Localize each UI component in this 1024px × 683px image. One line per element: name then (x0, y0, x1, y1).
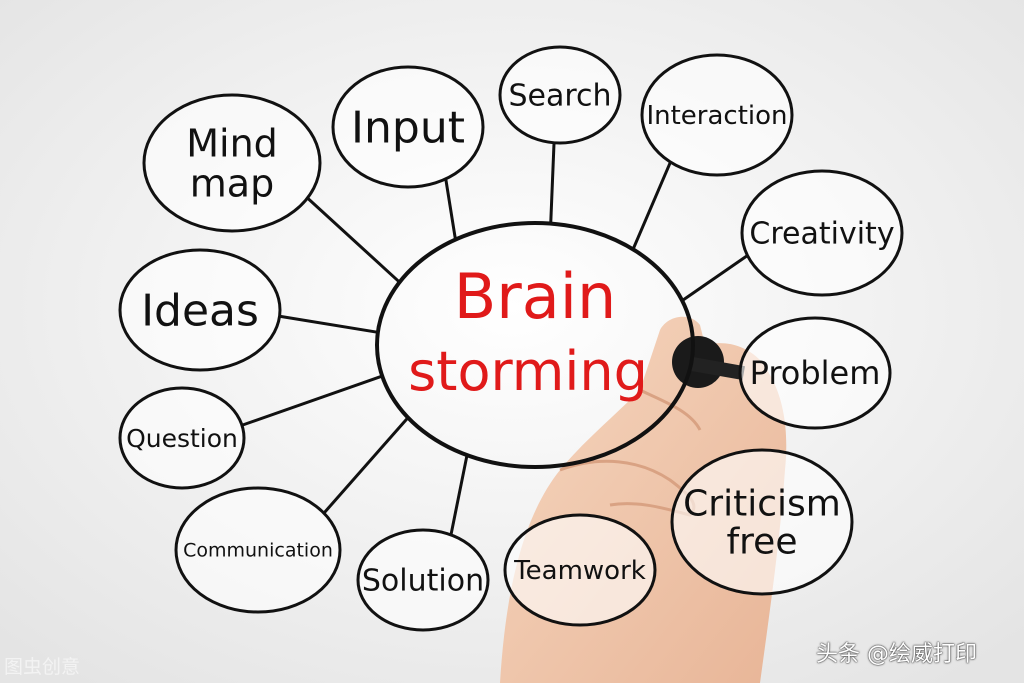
node-ellipse (356, 528, 490, 632)
node-ellipse (640, 53, 794, 177)
node-ellipse (738, 316, 892, 430)
node-label: Ideas (141, 285, 259, 336)
node-label: map (190, 161, 274, 205)
node-teamwork: Teamwork (503, 513, 657, 627)
center-label-line1: Brain (454, 260, 617, 333)
node-label: Interaction (646, 101, 787, 131)
node-label: Solution (362, 564, 484, 599)
connector-creativity (681, 254, 749, 302)
node-problem: Problem (738, 316, 892, 430)
node-label: Input (351, 102, 465, 153)
node-ellipse (498, 45, 622, 145)
node-communication: Communication (174, 486, 342, 614)
center-node: Brain storming (375, 221, 695, 469)
node-creativity: Creativity (740, 169, 904, 297)
node-label: Criticism (683, 484, 841, 525)
node-ellipse (142, 93, 322, 233)
connector-ideas (279, 314, 379, 334)
center-label-line2: storming (408, 340, 648, 403)
node-ellipse (740, 169, 904, 297)
connector-input (444, 178, 457, 240)
connector-search (549, 142, 556, 224)
node-label: Question (126, 424, 238, 453)
node-ideas: Ideas (118, 248, 282, 372)
watermark-right: 头条 @绘威打印 (816, 642, 977, 667)
connector-question (241, 374, 383, 427)
node-ellipse (670, 448, 854, 596)
node-ellipse (118, 248, 282, 372)
node-label: Communication (183, 540, 333, 562)
connector-communication (322, 416, 410, 515)
node-label: Problem (750, 354, 881, 392)
connector-mind-map (306, 196, 401, 284)
node-search: Search (498, 45, 622, 145)
node-question: Question (118, 386, 246, 490)
node-label: Search (508, 79, 611, 114)
watermark-left: 图虫创意 (4, 656, 81, 678)
node-solution: Solution (356, 528, 490, 632)
node-ellipse (503, 513, 657, 627)
node-label: Mind (186, 121, 278, 165)
connector-interaction (631, 161, 672, 250)
node-label: Creativity (749, 217, 894, 252)
node-ellipse (174, 486, 342, 614)
node-ellipse (331, 65, 485, 189)
connector-solution (449, 454, 469, 536)
node-input: Input (331, 65, 485, 189)
node-interaction: Interaction (640, 53, 794, 177)
node-label: free (727, 522, 798, 563)
node-label: Teamwork (513, 556, 646, 586)
node-ellipse (118, 386, 246, 490)
